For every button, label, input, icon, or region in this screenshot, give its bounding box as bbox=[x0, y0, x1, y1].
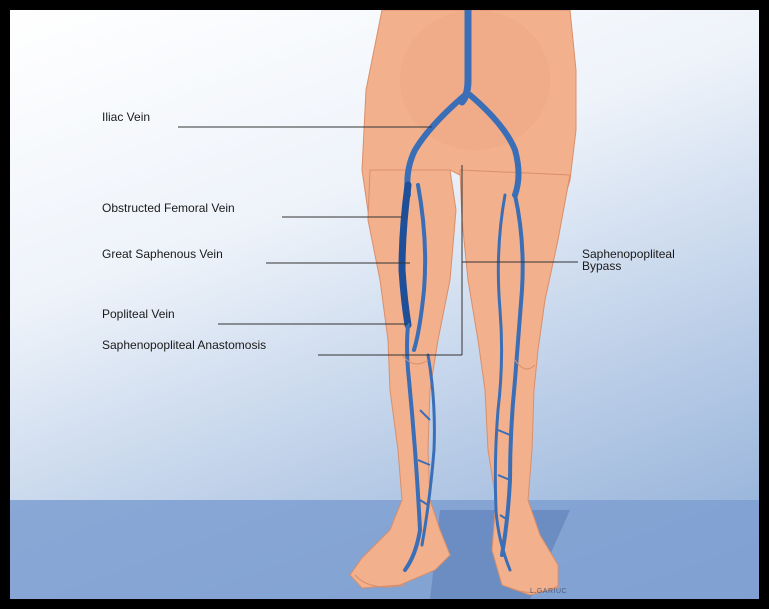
abdomen-shade bbox=[400, 10, 550, 150]
great-saphenous-vein-label: Great Saphenous Vein bbox=[102, 247, 223, 261]
iliac-vein-label: Iliac Vein bbox=[102, 110, 150, 124]
artist-signature: L.GARIUC bbox=[530, 588, 567, 595]
saphenopopliteal-anastomosis-label: Saphenopopliteal Anastomosis bbox=[102, 338, 266, 352]
saphenopopliteal-bypass-label-line2: Bypass bbox=[582, 260, 621, 272]
popliteal-vein-label: Popliteal Vein bbox=[102, 307, 175, 321]
obstructed-femoral-vein-label: Obstructed Femoral Vein bbox=[102, 201, 235, 215]
